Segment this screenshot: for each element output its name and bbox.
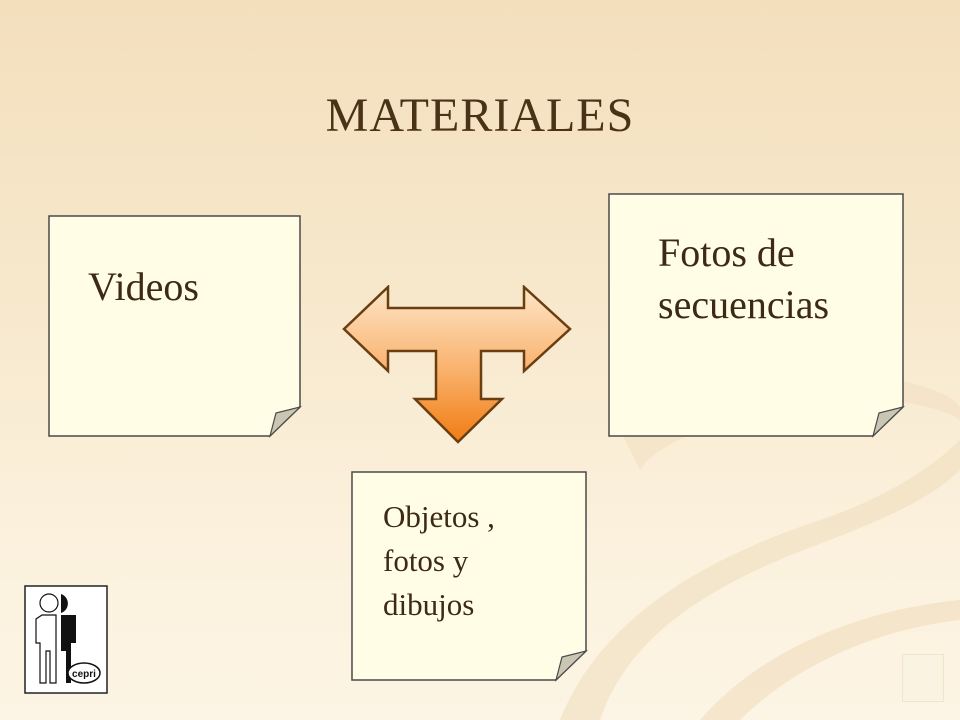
nav-square[interactable] xyxy=(902,654,944,702)
note-shape xyxy=(351,471,588,682)
note-objetos-label: Objetos , fotos y dibujos xyxy=(383,499,495,622)
cepri-logo-icon: cepri xyxy=(24,585,108,694)
note-shape xyxy=(48,215,302,438)
note-objetos-fotos-dibujos: Objetos , fotos y dibujos xyxy=(351,471,588,682)
t-junction-arrow-icon xyxy=(342,285,572,444)
note-videos: Videos xyxy=(48,215,302,438)
note-fotos-de-secuencias: Fotos de secuencias xyxy=(608,193,905,438)
logo-text: cepri xyxy=(72,669,96,680)
note-shape xyxy=(608,193,905,438)
note-videos-label: Videos xyxy=(88,264,199,309)
note-fotos-label: Fotos de secuencias xyxy=(658,230,830,327)
slide-title: MATERIALES xyxy=(325,89,635,142)
